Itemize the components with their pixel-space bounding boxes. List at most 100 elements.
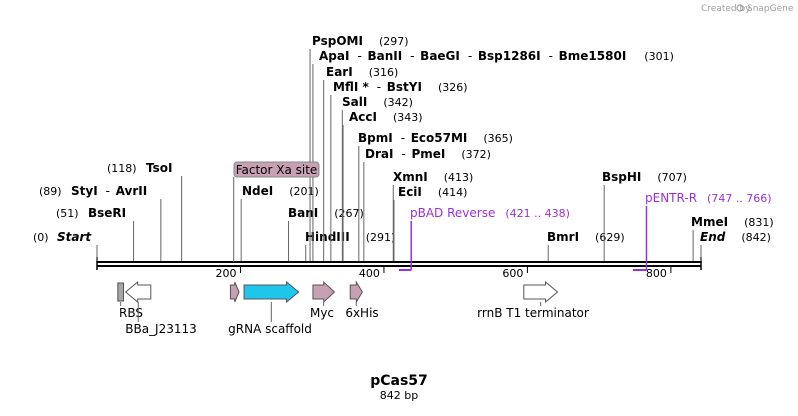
snapgene-logo-icon xyxy=(736,4,744,12)
site-ndei: NdeI (201) xyxy=(240,184,319,261)
site-separator: - xyxy=(357,49,361,63)
site-name: End xyxy=(700,230,726,244)
site-separator: - xyxy=(401,147,405,161)
site-position: (842) xyxy=(741,231,771,244)
plasmid-name: pCas57 xyxy=(370,373,428,389)
site-separator: - xyxy=(468,49,472,63)
watermark-brand: SnapGene xyxy=(747,4,794,14)
site-isoschizomer: Bsp1286I xyxy=(478,49,541,63)
site-name: EarI xyxy=(326,65,353,79)
site-name: MflI * xyxy=(333,80,369,94)
site-position: (326) xyxy=(438,81,468,94)
site-position: (0) xyxy=(33,231,49,244)
watermark-prefix: Created by xyxy=(701,4,751,14)
site-isoschizomer: BanII xyxy=(367,49,402,63)
site-name: TsoI xyxy=(146,161,172,175)
site-mfli: MflI *-BstYI(326) xyxy=(330,80,468,261)
primer-pentr-r: pENTR-R (747 .. 766) xyxy=(632,191,772,271)
feature-label: rrnB T1 terminator xyxy=(477,306,589,320)
site-pspomi: PspOMI (297) xyxy=(309,34,409,261)
site-separator: - xyxy=(106,184,110,198)
site-position: (301) xyxy=(644,50,674,63)
feature-shape xyxy=(124,280,152,304)
site-bani: BanI (267) xyxy=(288,206,364,261)
site-position: (413) xyxy=(444,171,474,184)
site-name: BpmI xyxy=(358,131,393,145)
scale-ticks: 200 400 600 800 xyxy=(215,266,672,280)
site-xmni: XmnI(413) xyxy=(392,170,474,261)
site-ecii: EciI(414) xyxy=(393,185,468,261)
site-position: (51) xyxy=(56,207,79,220)
feature-shape xyxy=(117,282,125,302)
site-name: ApaI xyxy=(319,49,349,63)
tick-label: 600 xyxy=(502,267,523,280)
site-acci: AccI (343) xyxy=(342,110,423,261)
tick-label: 800 xyxy=(646,267,667,280)
restriction-sites: (0)Start(51)BseRI(89)StyI-AvrII(118)TsoI… xyxy=(33,34,774,261)
site-sali: SalI (342) xyxy=(341,95,413,261)
plasmid-length: 842 bp xyxy=(380,389,418,402)
feature-label: BBa_J23113 xyxy=(125,322,197,336)
primer-name: pENTR-R xyxy=(645,191,697,205)
feature-label: Factor Xa site xyxy=(236,163,318,177)
site-tsoi: (118) TsoI xyxy=(107,161,183,261)
site-name: StyI xyxy=(71,184,98,198)
site-position: (342) xyxy=(383,96,413,109)
site-mmei: MmeI(831) xyxy=(691,215,774,261)
feature-grna-scaffold: gRNA scaffold xyxy=(228,280,312,336)
site-separator: - xyxy=(401,131,405,145)
site-position: (343) xyxy=(393,111,423,124)
dna-backbone xyxy=(96,257,702,270)
feature-bba-j23113: BBa_J23113 xyxy=(124,280,197,336)
site-start: (0)Start xyxy=(33,230,98,261)
tick-label: 200 xyxy=(215,267,236,280)
features: RBS BBa_J23113 Factor Xa site gRNA scaffold… xyxy=(117,161,589,336)
site-end: End (842) xyxy=(700,230,771,261)
site-position: (267) xyxy=(334,207,364,220)
site-separator: - xyxy=(377,80,381,94)
site-name: BmrI xyxy=(547,230,579,244)
site-position: (316) xyxy=(369,66,399,79)
site-isoschizomer: PmeI xyxy=(411,147,445,161)
site-position: (291) xyxy=(366,231,396,244)
feature-rbs: RBS xyxy=(117,282,143,320)
site-name: AccI xyxy=(349,110,377,124)
site-position: (629) xyxy=(595,231,625,244)
site-position: (414) xyxy=(438,186,468,199)
site-name: BseRI xyxy=(88,206,126,220)
site-bsphi: BspHI(707) xyxy=(602,170,687,261)
site-name: NdeI xyxy=(242,184,273,198)
site-isoschizomer: AvrII xyxy=(116,184,148,198)
site-isoschizomer: Eco57MI xyxy=(411,131,468,145)
site-position: (297) xyxy=(379,35,409,48)
site-name: PspOMI xyxy=(312,34,363,48)
feature-rrnb-t1-terminator: rrnB T1 terminator xyxy=(477,280,589,320)
site-position: (118) xyxy=(107,162,137,175)
feature-shape xyxy=(523,280,559,304)
site-bpmi: BpmI-Eco57MI(365) xyxy=(358,131,513,261)
site-bseri: (51) BseRI xyxy=(56,206,135,261)
site-position: (201) xyxy=(289,185,319,198)
primer-range: (747 .. 766) xyxy=(707,192,772,205)
primer-pbad-reverse: pBAD Reverse(421 .. 438) xyxy=(399,206,570,271)
feature-shape xyxy=(229,281,240,303)
site-isoschizomer: BaeGI xyxy=(420,49,460,63)
site-name: SalI xyxy=(342,95,367,109)
feature-label: Myc xyxy=(310,306,334,320)
site-eari: EarI (316) xyxy=(323,65,399,261)
site-isoschizomer: BstYI xyxy=(387,80,422,94)
primers: pBAD Reverse(421 .. 438) pENTR-R (747 .. 7… xyxy=(399,191,772,271)
site-name: BanI xyxy=(288,206,318,220)
feature-label: 6xHis xyxy=(345,306,378,320)
feature-myc: Myc xyxy=(310,280,336,320)
tick-label: 400 xyxy=(359,267,380,280)
feature-shape xyxy=(312,280,336,304)
feature-label: RBS xyxy=(119,306,143,320)
site-drai: DraI-PmeI(372) xyxy=(363,147,491,261)
site-name: BspHI xyxy=(602,170,641,184)
feature-6xhis: 6xHis xyxy=(345,280,379,320)
site-name: DraI xyxy=(365,147,393,161)
site-bmri: BmrI (629) xyxy=(547,230,625,261)
site-separator: - xyxy=(410,49,414,63)
